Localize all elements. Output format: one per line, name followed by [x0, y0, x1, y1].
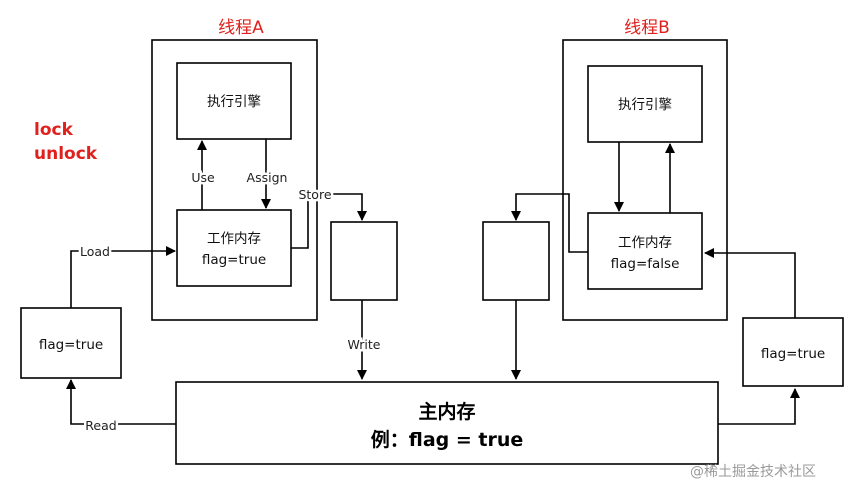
- load-label: Load: [80, 244, 110, 259]
- thread-a-container: [151, 39, 318, 321]
- thread-a-work-memory: [176, 209, 292, 287]
- thread-b-load-arrow: [704, 248, 796, 318]
- thread-b-engine-label: 执行引擎: [618, 97, 672, 113]
- right-flag-box: [742, 317, 844, 387]
- main-memory-example: 例：flag = true: [371, 428, 524, 451]
- store-buffer-box: [330, 221, 398, 301]
- thread-a-engine: [176, 62, 292, 140]
- write-label: Write: [347, 337, 380, 352]
- unlock-note: unlock: [34, 144, 98, 164]
- store-arrow: [291, 193, 367, 249]
- load-arrow: [70, 246, 176, 308]
- right-flag-text: flag=true: [761, 346, 825, 362]
- thread-b-read-arrow: [718, 388, 800, 425]
- assign-label: Assign: [247, 170, 288, 185]
- thread-b-work-memory: [587, 212, 703, 290]
- thread-b-store-buffer-box: [482, 221, 550, 301]
- thread-a-work-memory-flag: flag=true: [202, 252, 266, 268]
- thread-b-work-memory-flag: flag=false: [611, 256, 680, 272]
- store-label: Store: [298, 187, 331, 202]
- lock-note: lock: [34, 120, 74, 140]
- watermark: @稀土掘金技术社区: [690, 464, 816, 480]
- thread-b-engine: [587, 65, 703, 143]
- left-flag-text: flag=true: [39, 337, 103, 353]
- read-label: Read: [85, 418, 116, 433]
- read-arrow: [66, 379, 176, 425]
- thread-a-engine-label: 执行引擎: [207, 94, 261, 110]
- thread-b-store-arrow: [511, 193, 588, 253]
- thread-a-title: 线程A: [218, 18, 264, 38]
- thread-b-work-memory-title: 工作内存: [618, 235, 672, 251]
- use-label: Use: [191, 170, 215, 185]
- main-memory-box: [175, 381, 719, 465]
- thread-b-title: 线程B: [624, 18, 670, 38]
- thread-b-container: [562, 39, 728, 321]
- main-memory-title: 主内存: [418, 400, 475, 423]
- thread-a-work-memory-title: 工作内存: [207, 231, 261, 247]
